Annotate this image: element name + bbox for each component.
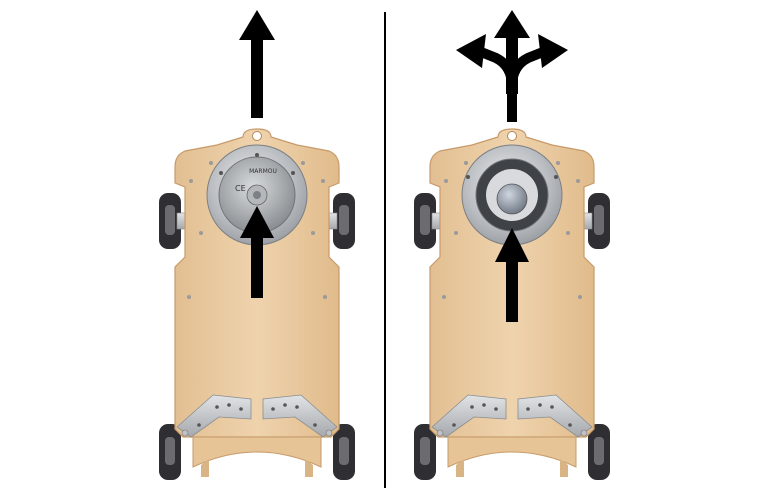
straight-up-arrow — [239, 10, 275, 118]
left-dolly: MARMOU CE — [158, 128, 356, 481]
push-arrow-left — [240, 206, 274, 298]
plate-label: MARMOU — [249, 168, 277, 175]
right-dolly — [413, 128, 611, 481]
ce-mark: CE — [235, 184, 246, 193]
push-arrow-right — [495, 228, 529, 322]
three-way-arrow — [456, 10, 568, 122]
ball-caster — [466, 158, 558, 232]
locked-plate — [218, 153, 296, 234]
